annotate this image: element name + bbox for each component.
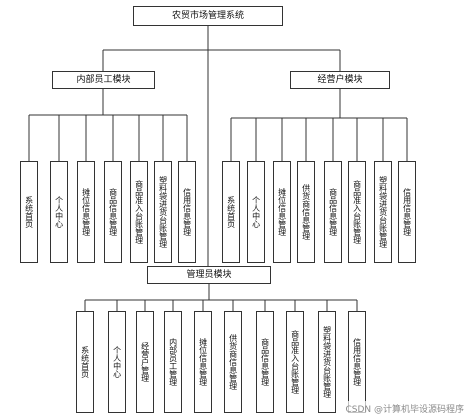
internal-staff-child-node: 商品信息管理 bbox=[104, 161, 122, 263]
operator-module-node: 经营户模块 bbox=[290, 71, 390, 89]
watermark: CSDN @计算机毕设源码程序 bbox=[343, 401, 466, 416]
internal-staff-child-node: 系统首页 bbox=[20, 161, 38, 263]
operator-child-node: 商品信息管理 bbox=[324, 161, 342, 263]
root-node: 农贸市场管理系统 bbox=[133, 6, 283, 26]
internal-staff-module-node: 内部员工模块 bbox=[52, 71, 155, 89]
admin-child-node: 信用信息管理 bbox=[348, 311, 366, 413]
internal-staff-child-node: 塑料袋进货台账管理 bbox=[154, 161, 172, 263]
operator-child-node: 塑料袋进货台账管理 bbox=[374, 161, 392, 263]
admin-child-node: 供货商信息管理 bbox=[224, 311, 242, 413]
admin-child-node: 个人中心 bbox=[108, 311, 126, 413]
admin-child-node: 系统首页 bbox=[76, 311, 94, 413]
admin-child-node: 塑料袋进货台账管理 bbox=[318, 311, 336, 413]
operator-child-node: 商品准入台账管理 bbox=[348, 161, 366, 263]
admin-child-node: 摊位信息管理 bbox=[194, 311, 212, 413]
admin-child-node: 商品准入台账管理 bbox=[286, 311, 304, 413]
operator-child-node: 供货商信息管理 bbox=[297, 161, 315, 263]
internal-staff-child-node: 摊位信息管理 bbox=[77, 161, 95, 263]
internal-staff-child-node: 商品准入台账管理 bbox=[130, 161, 148, 263]
admin-child-node: 内部员工管理 bbox=[164, 311, 182, 413]
operator-child-node: 系统首页 bbox=[222, 161, 240, 263]
admin-child-node: 商品信息管理 bbox=[256, 311, 274, 413]
internal-staff-child-node: 个人中心 bbox=[50, 161, 68, 263]
operator-child-node: 个人中心 bbox=[247, 161, 265, 263]
admin-module-node: 管理员模块 bbox=[147, 266, 271, 284]
admin-child-node: 经营户管理 bbox=[136, 311, 154, 413]
operator-child-node: 信用信息管理 bbox=[398, 161, 416, 263]
internal-staff-child-node: 信用信息管理 bbox=[178, 161, 196, 263]
operator-child-node: 摊位信息管理 bbox=[273, 161, 291, 263]
